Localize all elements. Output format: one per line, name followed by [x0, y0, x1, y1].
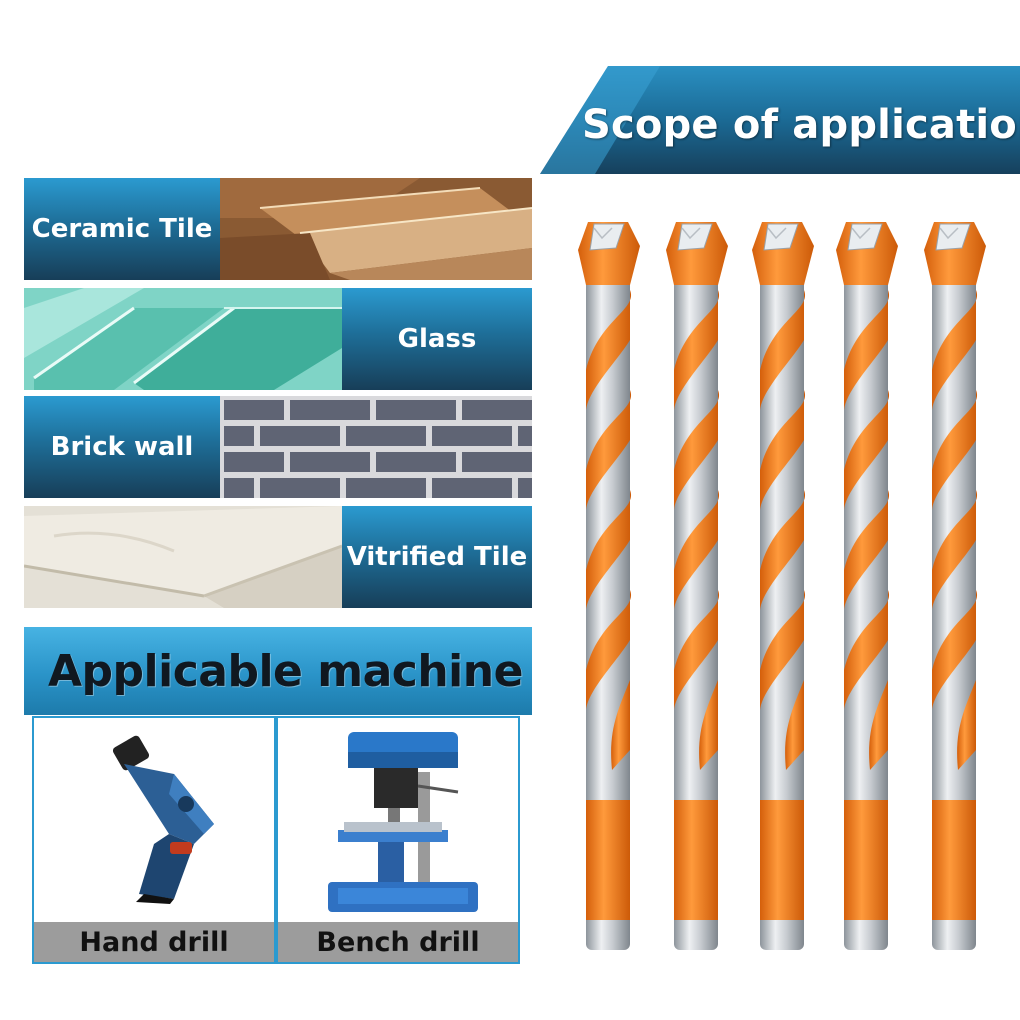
- material-row-vitrified-tile: Vitrified Tile: [24, 506, 532, 608]
- drill-bit: [924, 222, 986, 950]
- material-row-glass: Glass: [24, 288, 532, 390]
- machine-header: [24, 627, 532, 715]
- machine-label: Hand drill: [34, 922, 274, 962]
- material-label: Brick wall: [24, 396, 220, 498]
- drill-bits: [560, 210, 1000, 964]
- material-row-brick-wall: Brick wall: [24, 396, 532, 498]
- bench-drill-icon: [318, 726, 488, 920]
- material-row-ceramic-tile: Ceramic Tile: [24, 178, 532, 280]
- drill-bit: [836, 222, 898, 950]
- hand-drill-icon: [74, 734, 244, 908]
- material-label: Glass: [342, 288, 532, 390]
- machine-card-hand-drill: Hand drill: [32, 716, 276, 964]
- material-label: Ceramic Tile: [24, 178, 220, 280]
- machine-label: Bench drill: [278, 922, 518, 962]
- scope-banner: [540, 66, 1020, 174]
- brick-wall-image: [220, 396, 532, 498]
- glass-image: [24, 288, 342, 390]
- material-label: Vitrified Tile: [342, 506, 532, 608]
- vitrified-tile-image: [24, 506, 342, 608]
- machine-card-bench-drill: Bench drill: [276, 716, 520, 964]
- machine-title: Applicable machine: [48, 646, 523, 697]
- drill-bit: [578, 222, 640, 950]
- drill-bit: [752, 222, 814, 950]
- drill-bits-illustration: [578, 222, 986, 950]
- ceramic-tile-image: [220, 178, 532, 280]
- drill-bit: [666, 222, 728, 950]
- scope-title: Scope of application: [582, 102, 1020, 148]
